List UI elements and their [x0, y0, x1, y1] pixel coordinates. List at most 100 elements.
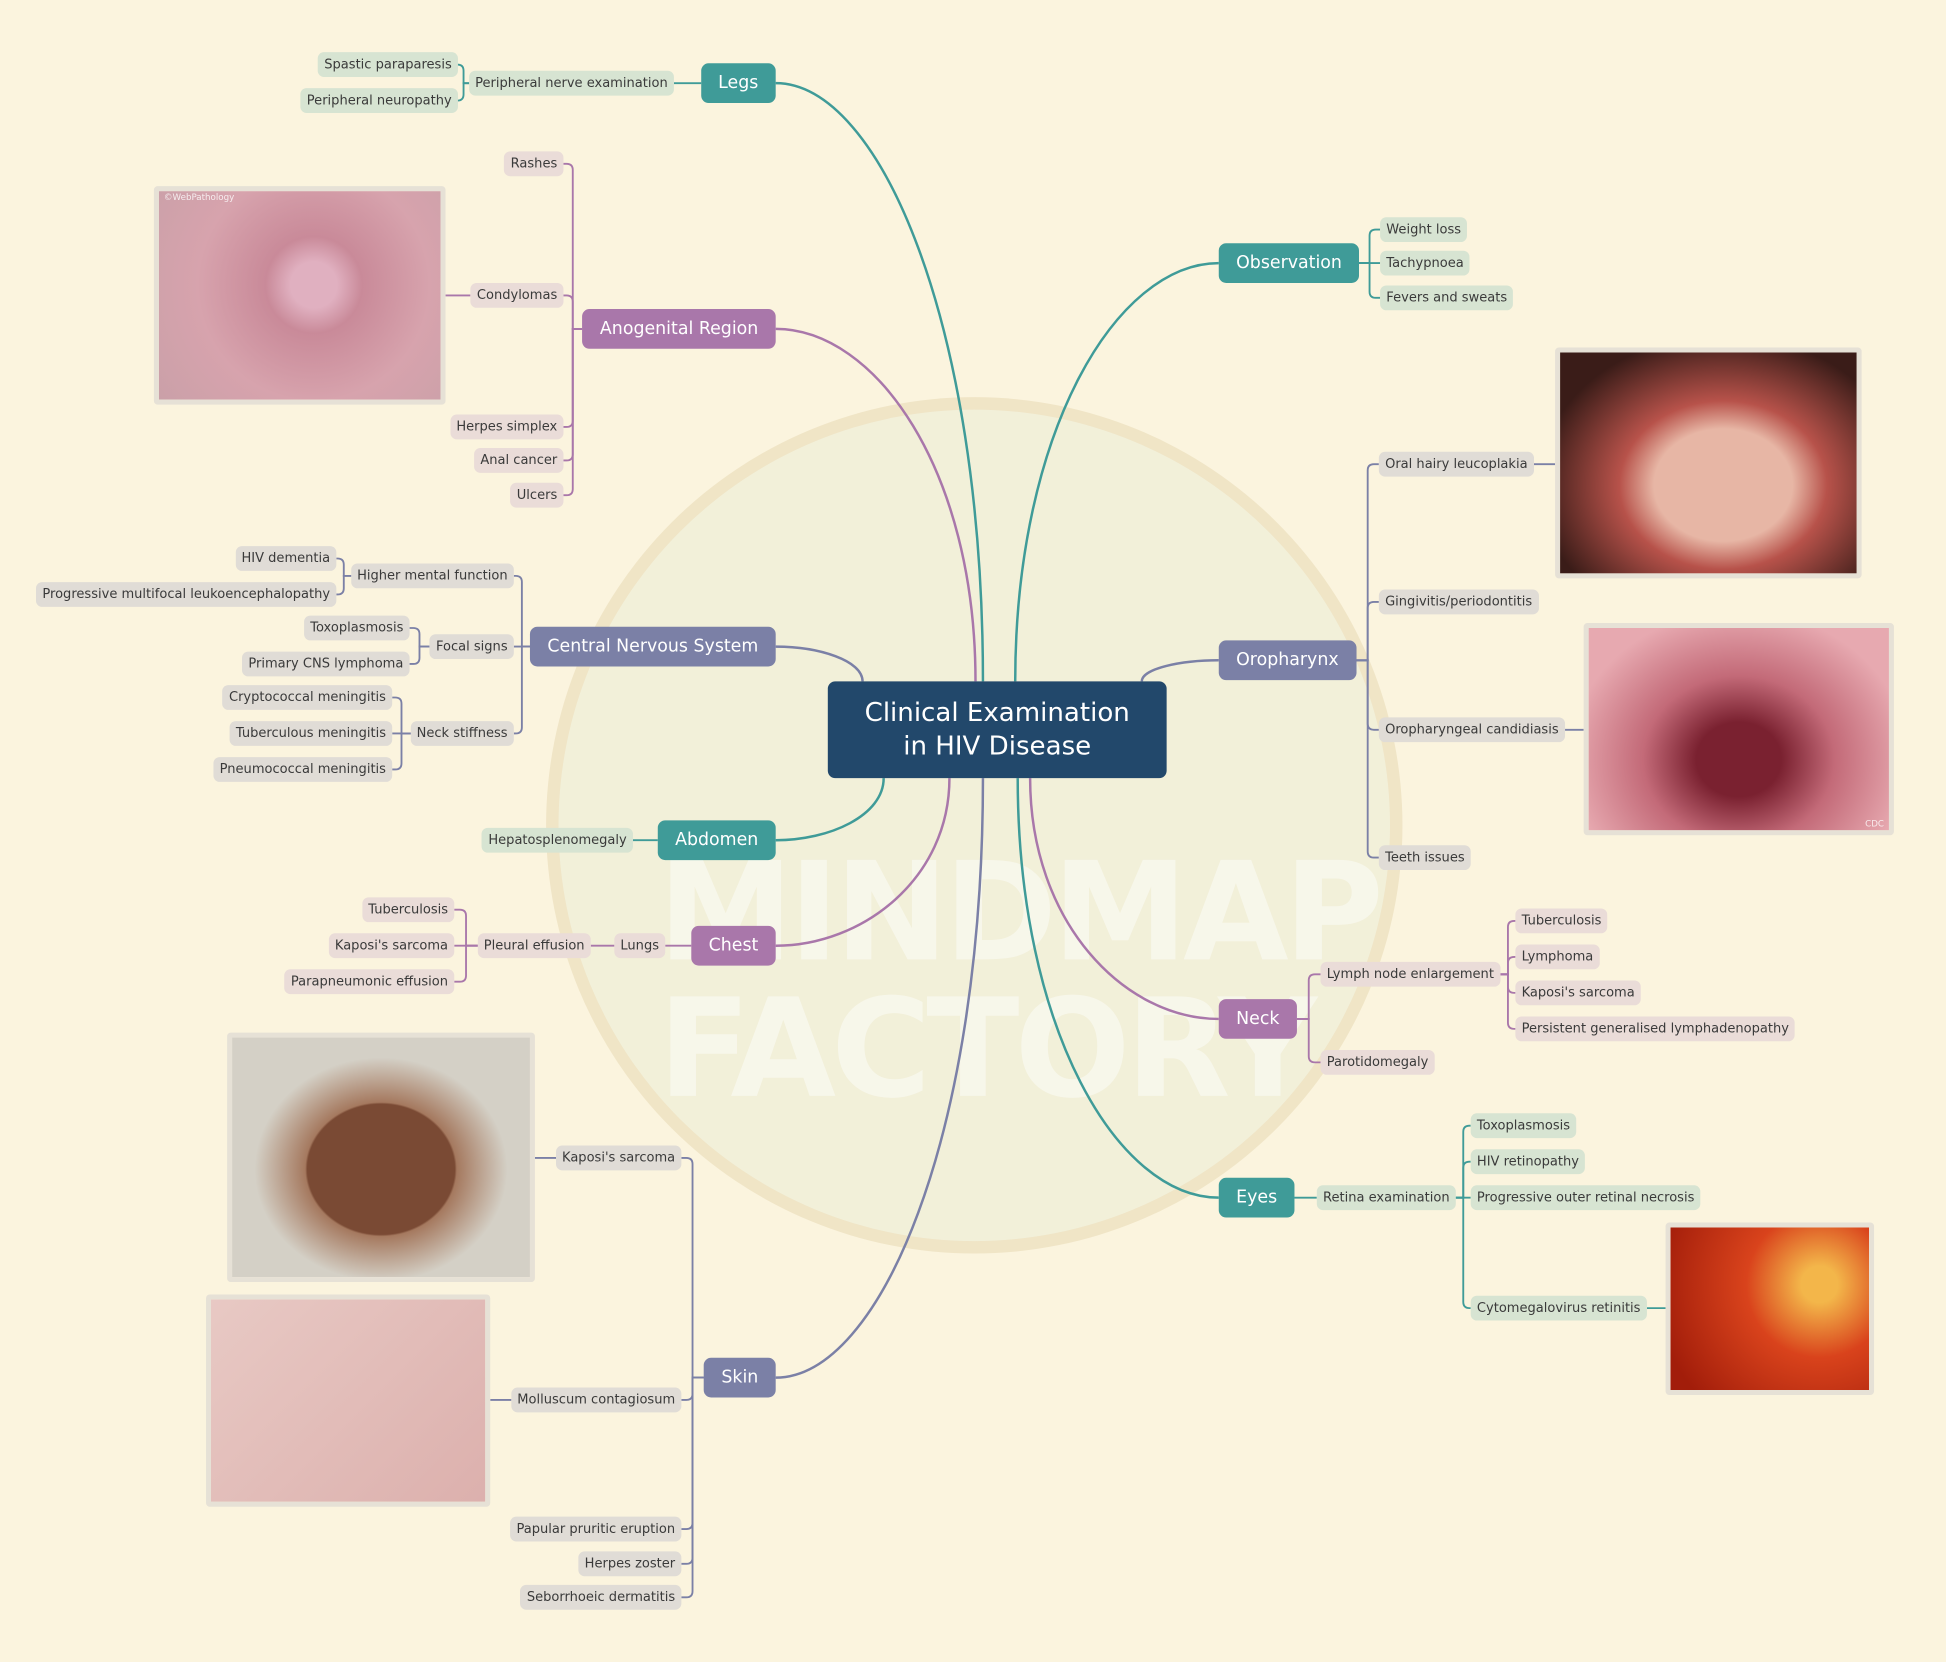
topic-peripheral-neuropathy[interactable]: Peripheral neuropathy: [300, 88, 458, 113]
connector: [1296, 1018, 1321, 1064]
branch-oropharynx[interactable]: Oropharynx: [1218, 640, 1356, 681]
connector: [513, 645, 530, 735]
branch-abdomen[interactable]: Abdomen: [657, 820, 776, 861]
connector: [409, 627, 430, 648]
topic-fevers-and-sweats[interactable]: Fevers and sweats: [1380, 285, 1514, 311]
topic-tachypnoea[interactable]: Tachypnoea: [1380, 250, 1470, 276]
topic-lymphoma[interactable]: Lymphoma: [1515, 944, 1600, 970]
connector: [1296, 973, 1321, 1020]
topic-gingivitis-periodontitis[interactable]: Gingivitis/periodontitis: [1378, 589, 1539, 615]
topic-rashes[interactable]: Rashes: [504, 151, 564, 177]
topic-kaposi-s-sarcoma[interactable]: Kaposi's sarcoma: [328, 933, 455, 959]
topic-oral-hairy-leucoplakia[interactable]: Oral hairy leucoplakia: [1378, 451, 1534, 477]
topic-higher-mental-function[interactable]: Higher mental function: [350, 563, 514, 589]
connector: [457, 82, 470, 102]
topic-focal-signs[interactable]: Focal signs: [429, 634, 514, 660]
topic-pneumococcal-meningitis[interactable]: Pneumococcal meningitis: [213, 757, 393, 782]
topic-seborrhoeic-dermatitis[interactable]: Seborrhoeic dermatitis: [520, 1584, 682, 1610]
branch-connector: [775, 778, 951, 947]
topic-spastic-paraparesis[interactable]: Spastic paraparesis: [318, 52, 458, 77]
topic-neck-stiffness[interactable]: Neck stiffness: [410, 721, 514, 746]
branch-neck[interactable]: Neck: [1218, 999, 1297, 1039]
branch-connector: [775, 778, 885, 842]
topic-toxoplasmosis[interactable]: Toxoplasmosis: [304, 615, 410, 641]
connector: [563, 327, 583, 497]
connector: [409, 645, 430, 665]
branch-connector: [1016, 778, 1219, 1199]
topic-progressive-outer-retinal-necrosis[interactable]: Progressive outer retinal necrosis: [1470, 1185, 1701, 1211]
topic-kaposi-s-sarcoma[interactable]: Kaposi's sarcoma: [1515, 980, 1641, 1006]
connector: [454, 908, 478, 947]
connector: [1356, 601, 1379, 662]
connector: [1359, 262, 1381, 299]
connector: [1500, 919, 1516, 976]
topic-primary-cns-lymphoma[interactable]: Primary CNS lymphoma: [242, 651, 410, 677]
topic-herpes-simplex[interactable]: Herpes simplex: [450, 414, 564, 440]
topic-oropharyngeal-candidiasis[interactable]: Oropharyngeal candidiasis: [1378, 717, 1565, 743]
topic-parapneumonic-effusion[interactable]: Parapneumonic effusion: [284, 969, 455, 995]
connector: [1500, 955, 1516, 976]
connector: [681, 1376, 704, 1599]
topic-hiv-dementia[interactable]: HIV dementia: [235, 546, 337, 571]
connector: [1455, 1124, 1471, 1199]
central-title-line-2: in HIV Disease: [903, 731, 1092, 761]
connector: [457, 63, 470, 85]
topic-cytomegalovirus-retinitis[interactable]: Cytomegalovirus retinitis: [1470, 1295, 1647, 1321]
topic-peripheral-nerve-examination[interactable]: Peripheral nerve examination: [468, 70, 674, 96]
topic-lungs[interactable]: Lungs: [614, 933, 666, 959]
topic-weight-loss[interactable]: Weight loss: [1380, 217, 1468, 243]
connector: [513, 574, 530, 648]
topic-molluscum-contagiosum[interactable]: Molluscum contagiosum: [511, 1387, 682, 1413]
connector: [1455, 1160, 1471, 1199]
branch-connector: [1013, 261, 1219, 682]
image-caption: CDC: [1865, 819, 1884, 830]
topic-herpes-zoster[interactable]: Herpes zoster: [578, 1551, 682, 1577]
topic-lymph-node-enlargement[interactable]: Lymph node enlargement: [1320, 961, 1501, 987]
kaposi-sarcoma-photo: [227, 1032, 535, 1283]
branch-anogenital-region[interactable]: Anogenital Region: [582, 309, 776, 349]
branch-connector: [775, 645, 864, 682]
branch-eyes[interactable]: Eyes: [1218, 1177, 1295, 1218]
topic-teeth-issues[interactable]: Teeth issues: [1378, 845, 1471, 871]
connector: [563, 162, 583, 330]
topic-tuberculous-meningitis[interactable]: Tuberculous meningitis: [229, 721, 393, 746]
topic-parotidomegaly[interactable]: Parotidomegaly: [1320, 1049, 1435, 1075]
branch-skin[interactable]: Skin: [703, 1357, 776, 1398]
topic-cryptococcal-meningitis[interactable]: Cryptococcal meningitis: [222, 685, 393, 710]
topic-progressive-multifocal-leukoencephalopathy[interactable]: Progressive multifocal leukoencephalopat…: [36, 582, 337, 607]
central-title-line-1: Clinical Examination: [864, 697, 1130, 728]
branch-legs[interactable]: Legs: [700, 63, 776, 104]
connector: [681, 1157, 704, 1379]
branch-connector: [775, 81, 985, 682]
topic-hepatosplenomegaly[interactable]: Hepatosplenomegaly: [482, 827, 633, 853]
branch-observation[interactable]: Observation: [1218, 243, 1360, 283]
connector: [336, 557, 352, 577]
topic-condylomas[interactable]: Condylomas: [470, 282, 564, 308]
topic-ulcers[interactable]: Ulcers: [510, 482, 564, 508]
branch-central-nervous-system[interactable]: Central Nervous System: [530, 626, 776, 667]
connector: [563, 294, 583, 330]
connector: [454, 944, 478, 983]
topic-anal-cancer[interactable]: Anal cancer: [474, 448, 564, 473]
image-caption: ©WebPathology: [163, 192, 235, 203]
candidiasis-photo: CDC: [1583, 623, 1894, 836]
topic-papular-pruritic-eruption[interactable]: Papular pruritic eruption: [510, 1516, 682, 1542]
topic-persistent-generalised-lymphadenopathy[interactable]: Persistent generalised lymphadenopathy: [1515, 1016, 1796, 1042]
connector: [1359, 228, 1381, 265]
central-topic[interactable]: Clinical Examination in HIV Disease: [827, 681, 1167, 779]
topic-tuberculosis[interactable]: Tuberculosis: [362, 897, 455, 923]
branch-chest[interactable]: Chest: [691, 925, 776, 966]
topic-hiv-retinopathy[interactable]: HIV retinopathy: [1470, 1149, 1586, 1175]
topic-kaposi-s-sarcoma[interactable]: Kaposi's sarcoma: [555, 1145, 682, 1171]
connector: [392, 696, 411, 735]
topic-tuberculosis[interactable]: Tuberculosis: [1515, 908, 1608, 934]
topic-toxoplasmosis[interactable]: Toxoplasmosis: [1470, 1113, 1577, 1139]
condyloma-photo: ©WebPathology: [153, 186, 446, 405]
connector: [1455, 1196, 1471, 1310]
molluscum-photo: [206, 1294, 491, 1507]
connector: [336, 574, 352, 596]
topic-pleural-effusion[interactable]: Pleural effusion: [477, 933, 591, 959]
topic-retina-examination[interactable]: Retina examination: [1316, 1185, 1456, 1211]
